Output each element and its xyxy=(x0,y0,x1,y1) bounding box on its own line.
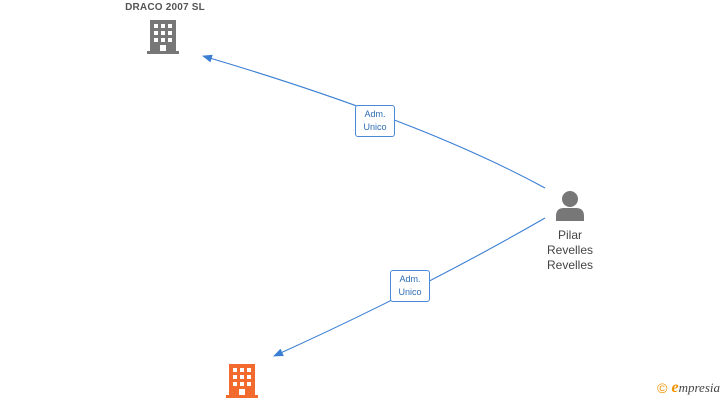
edge-label-line: Unico xyxy=(363,122,387,132)
edge-label-line: Adm. xyxy=(399,274,421,284)
edge-label-line: Adm. xyxy=(364,109,386,119)
brand-initial: e xyxy=(671,379,679,396)
person-icon[interactable] xyxy=(556,191,584,221)
brand-rest: mpresia xyxy=(678,380,720,395)
building-icon[interactable] xyxy=(226,364,258,398)
person-name-line: Revelles xyxy=(546,243,594,257)
copyright-symbol: © xyxy=(657,380,668,396)
edge-label-top: Adm. Unico xyxy=(355,105,395,137)
brand-logo: © empresia xyxy=(657,378,720,398)
edge-line-top xyxy=(202,54,546,189)
person-name-line: Revelles xyxy=(546,258,594,272)
company-name-label[interactable]: DRACO 2007 SL xyxy=(125,2,205,13)
person-name-line: Pilar xyxy=(557,228,582,242)
edge-label-line: Unico xyxy=(398,287,422,297)
building-icon[interactable] xyxy=(147,20,179,54)
person-name-label[interactable]: Pilar Revelles Revelles xyxy=(528,228,612,273)
brand-name: empresia xyxy=(671,379,720,397)
edge-label-bottom: Adm. Unico xyxy=(390,270,430,302)
